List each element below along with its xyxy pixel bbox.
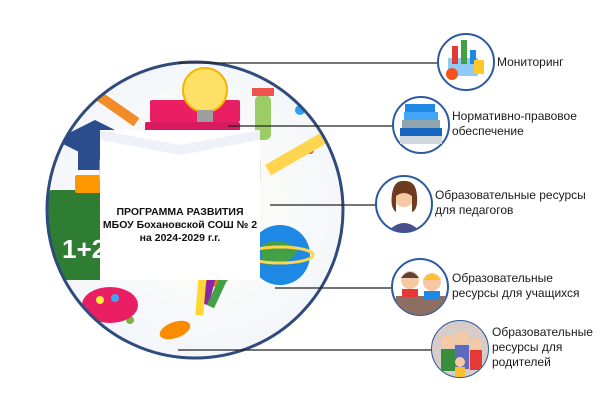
- monitoring-icon: [437, 33, 495, 91]
- program-title-line3: на 2024-2029 г.г.: [139, 232, 221, 244]
- program-title: ПРОГРАММА РАЗВИТИЯ МБОУ Бохановской СОШ …: [100, 206, 260, 245]
- teacher-icon: [375, 175, 433, 233]
- branch-label-line: Образовательные: [492, 325, 593, 339]
- branch-label-line: ресурсы для: [492, 340, 563, 354]
- branch-label-line: ресурсы для учащихся: [452, 286, 580, 300]
- branch-label-line: обеспечение: [452, 124, 524, 138]
- parents-icon: [431, 320, 489, 378]
- school-supplies-illustration: 1+2: [47, 62, 343, 358]
- program-title-line1: ПРОГРАММА РАЗВИТИЯ: [116, 206, 244, 218]
- branch-label-line: Нормативно-правовое: [452, 109, 577, 123]
- connector-lines: [178, 62, 438, 351]
- branch-label-line: Образовательные: [452, 271, 553, 285]
- branch-label-line: для педагогов: [435, 203, 514, 217]
- books-icon: [392, 96, 450, 154]
- branch-student-resources-label: Образовательные ресурсы для учащихся: [452, 271, 580, 301]
- students-icon: [391, 258, 449, 316]
- svg-text:1+2: 1+2: [62, 234, 106, 264]
- branch-label-line: Мониторинг: [497, 55, 564, 69]
- branch-teacher-resources-label: Образовательные ресурсы для педагогов: [435, 188, 586, 218]
- program-title-line2: МБОУ Бохановской СОШ № 2: [102, 219, 258, 231]
- program-circle-border: [45, 60, 345, 360]
- branch-monitoring-label: Мониторинг: [497, 55, 564, 70]
- branch-label-line: Образовательные ресурсы: [435, 188, 586, 202]
- branch-label-line: родителей: [492, 355, 551, 369]
- branch-legal-support-label: Нормативно-правовое обеспечение: [452, 109, 577, 139]
- branch-parent-resources-label: Образовательные ресурсы для родителей: [492, 325, 593, 370]
